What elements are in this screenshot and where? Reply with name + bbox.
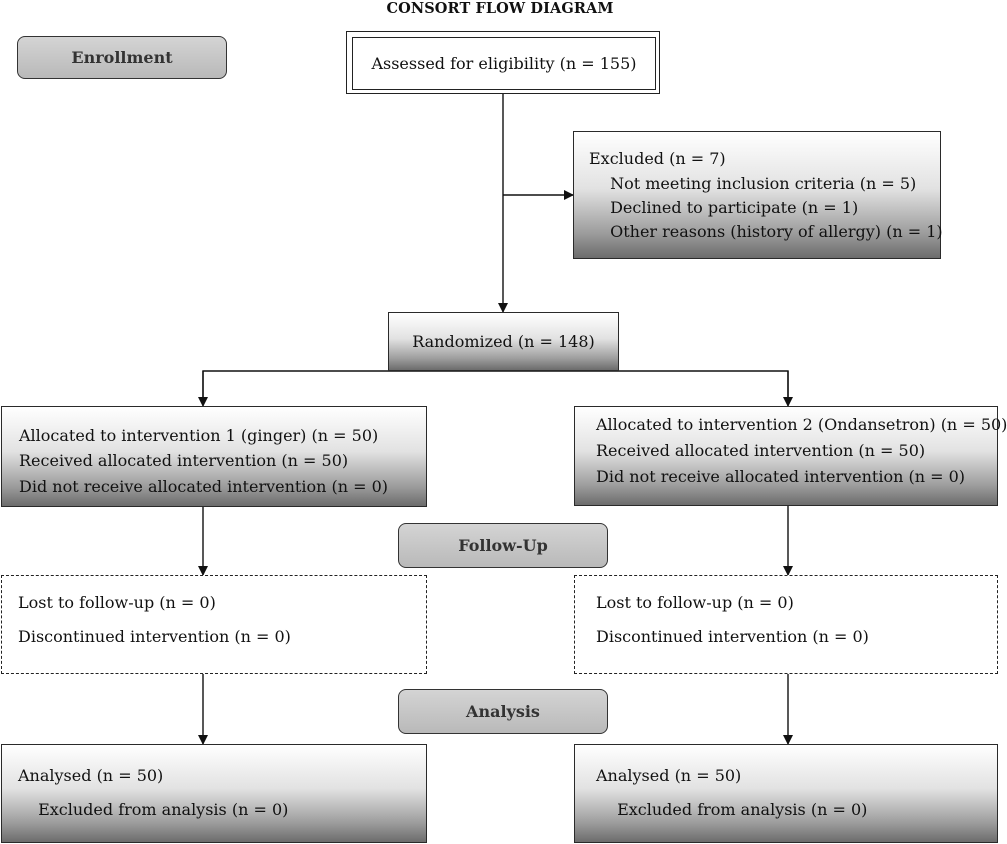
diagram-title: CONSORT FLOW DIAGRAM xyxy=(386,0,614,17)
allocation-left-line: Received allocated intervention (n = 50) xyxy=(19,451,349,470)
followup-right-box: Lost to follow-up (n = 0) Discontinued i… xyxy=(574,575,998,674)
allocation-right-line: Received allocated intervention (n = 50) xyxy=(596,441,926,460)
connector-randomized-split xyxy=(202,370,789,400)
followup-left-box: Lost to follow-up (n = 0) Discontinued i… xyxy=(1,575,427,674)
allocation-right-line: Allocated to intervention 2 (Ondansetron… xyxy=(596,415,1007,434)
followup-right-line: Discontinued intervention (n = 0) xyxy=(596,627,869,646)
analysis-right-box: Analysed (n = 50) Excluded from analysis… xyxy=(574,744,998,843)
followup-left-line: Lost to follow-up (n = 0) xyxy=(18,593,216,612)
allocation-left-box: Allocated to intervention 1 (ginger) (n … xyxy=(1,406,427,507)
excluded-item: Declined to participate (n = 1) xyxy=(610,198,859,217)
randomized-box: Randomized (n = 148) xyxy=(388,312,619,371)
analysis-left-box: Analysed (n = 50) Excluded from analysis… xyxy=(1,744,427,843)
followup-right-line: Lost to follow-up (n = 0) xyxy=(596,593,794,612)
allocation-right-line: Did not receive allocated intervention (… xyxy=(596,467,966,486)
allocation-left-line: Allocated to intervention 1 (ginger) (n … xyxy=(19,426,379,445)
excluded-item: Other reasons (history of allergy) (n = … xyxy=(610,222,943,241)
excluded-header: Excluded (n = 7) xyxy=(589,149,726,168)
allocation-left-line: Did not receive allocated intervention (… xyxy=(19,477,389,496)
stage-followup-label: Follow-Up xyxy=(398,523,608,568)
analysis-left-line: Excluded from analysis (n = 0) xyxy=(38,800,289,819)
allocation-right-box: Allocated to intervention 2 (Ondansetron… xyxy=(574,406,1007,506)
assessed-box: Assessed for eligibility (n = 155) xyxy=(346,31,660,94)
stage-analysis-label: Analysis xyxy=(398,689,608,734)
analysis-right-line: Analysed (n = 50) xyxy=(596,766,742,785)
analysis-right-line: Excluded from analysis (n = 0) xyxy=(617,800,868,819)
analysis-left-line: Analysed (n = 50) xyxy=(18,766,164,785)
followup-left-line: Discontinued intervention (n = 0) xyxy=(18,627,291,646)
stage-enrollment-label: Enrollment xyxy=(17,36,227,79)
excluded-item: Not meeting inclusion criteria (n = 5) xyxy=(610,174,917,193)
excluded-box: Excluded (n = 7) Not meeting inclusion c… xyxy=(573,131,943,259)
assessed-text: Assessed for eligibility (n = 155) xyxy=(352,37,656,90)
